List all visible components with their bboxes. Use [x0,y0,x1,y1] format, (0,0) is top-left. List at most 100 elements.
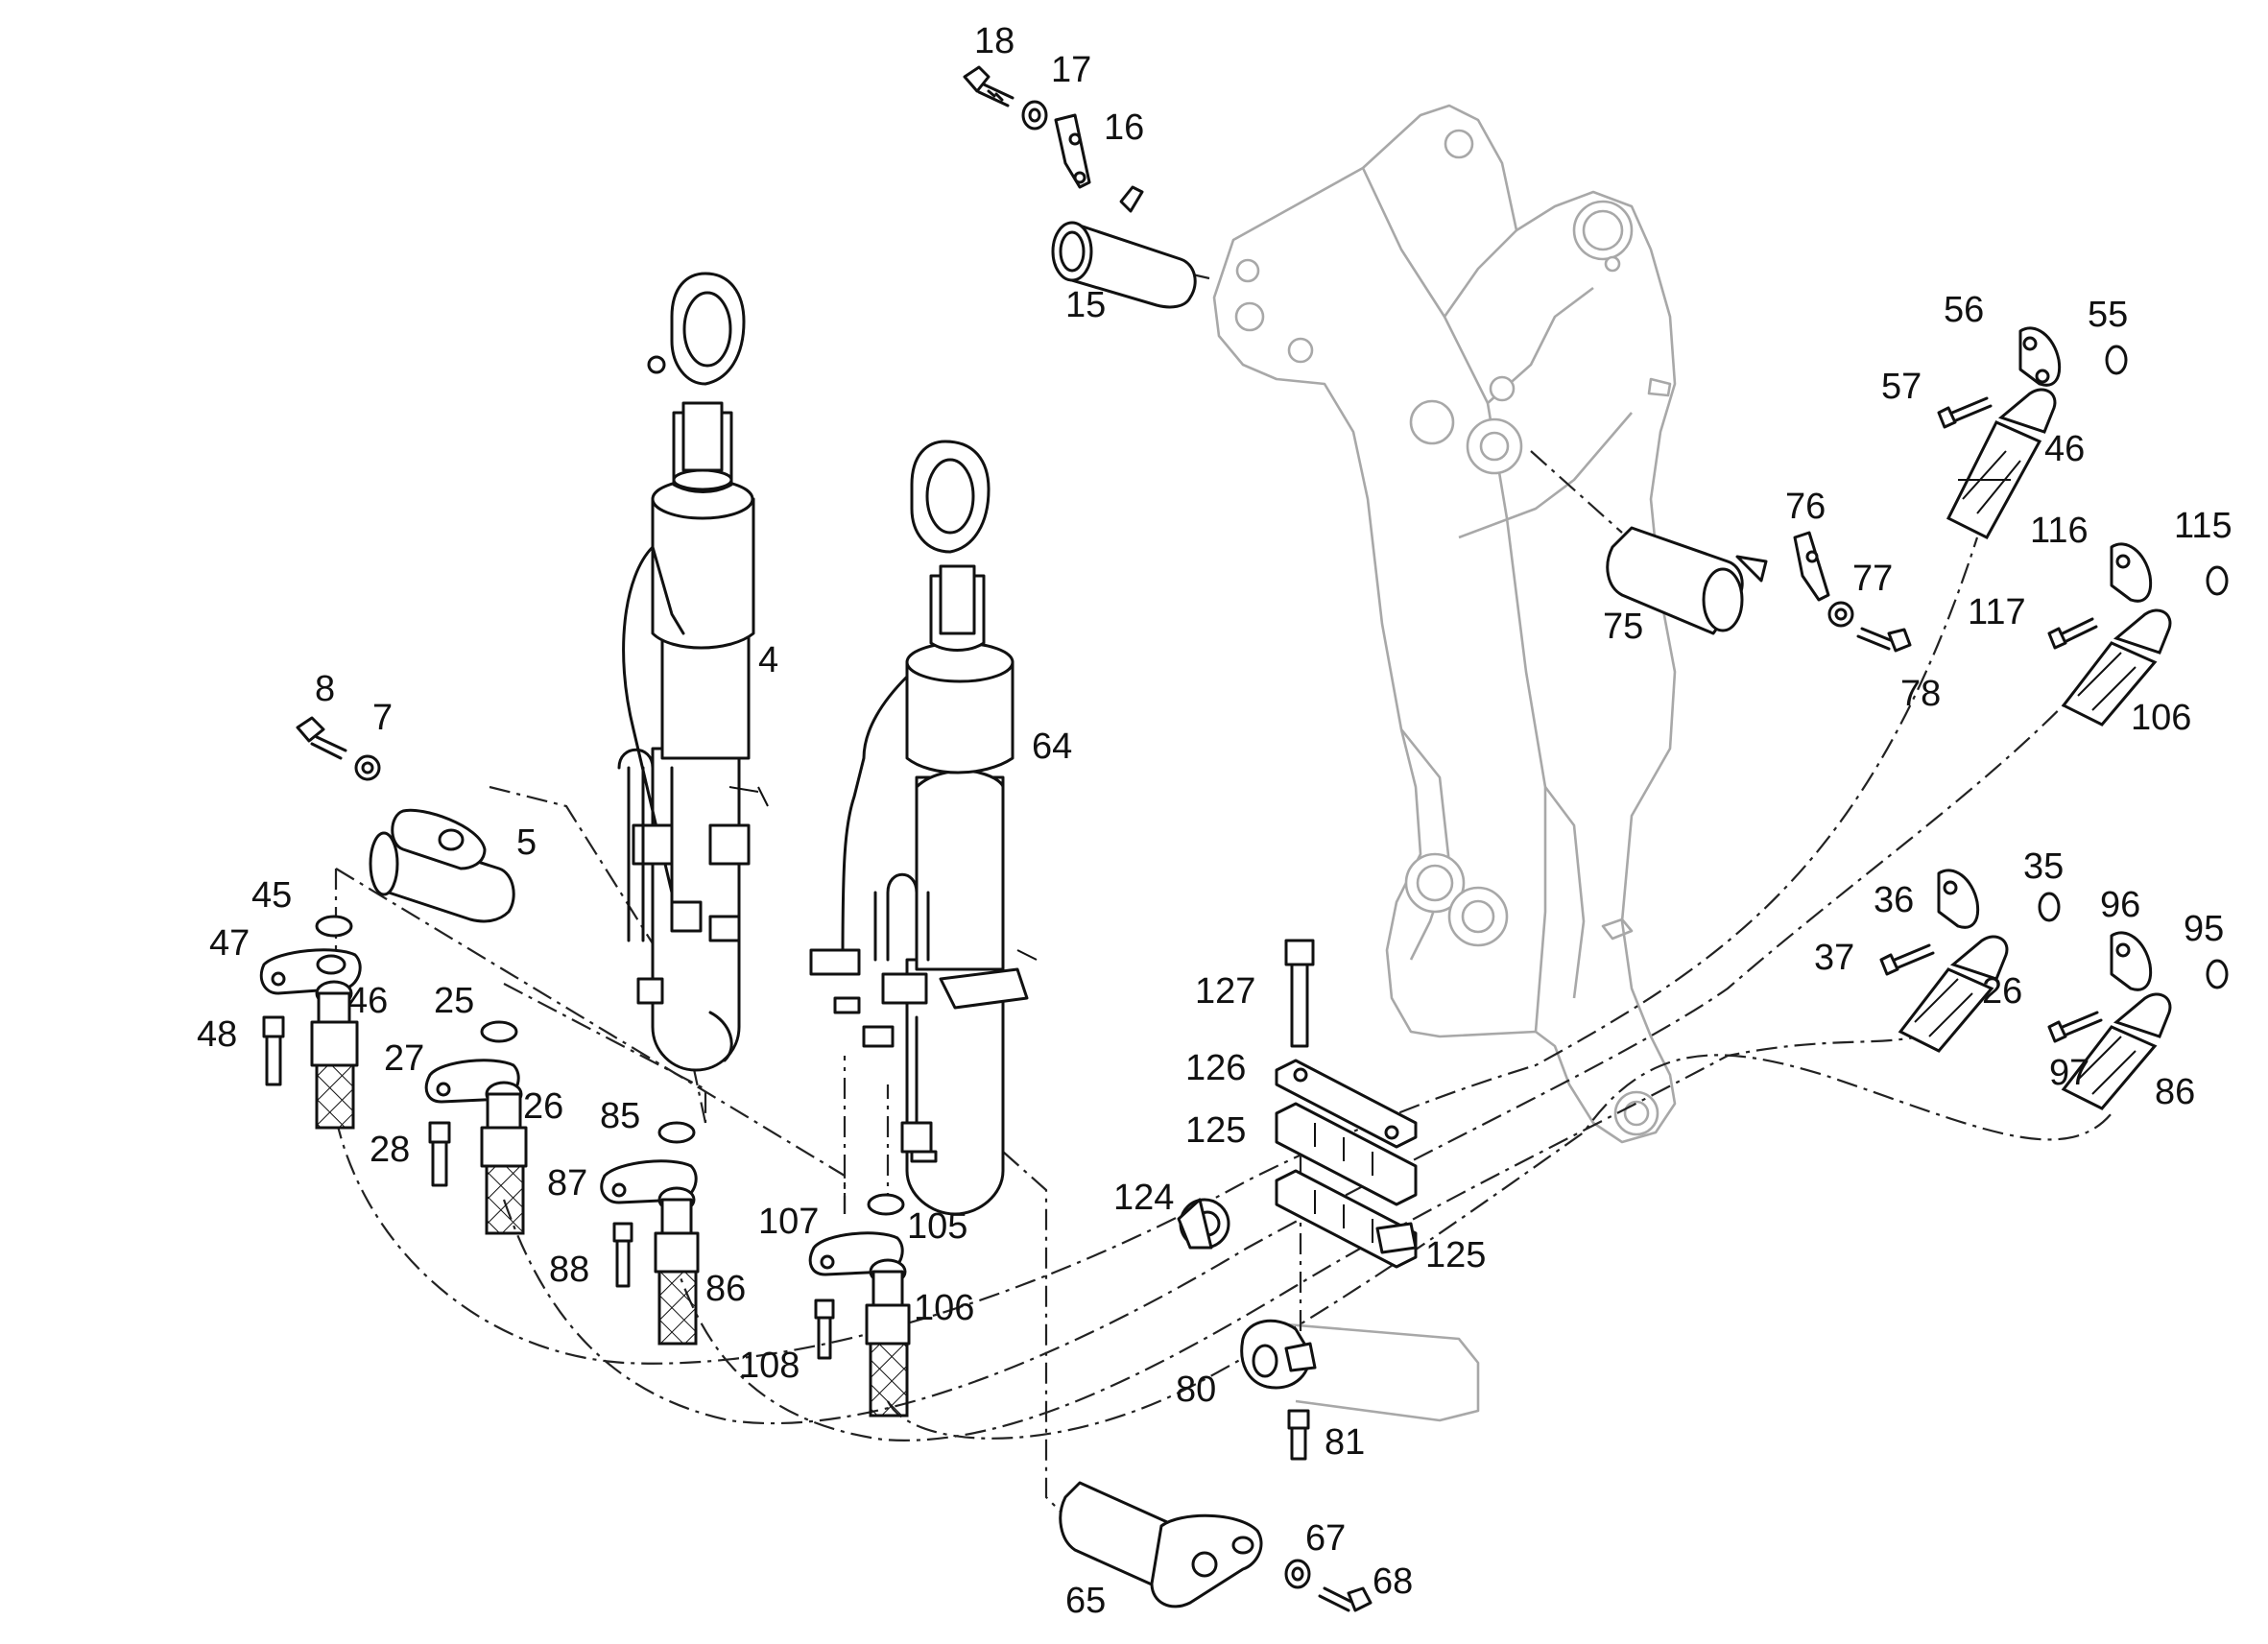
pin-15 [1051,185,1197,309]
label-127: 127 [1195,971,1255,1012]
o-ring-115 [2206,565,2229,596]
label-86-left: 86 [705,1269,746,1309]
label-126: 126 [1185,1048,1246,1088]
label-68: 68 [1373,1561,1413,1602]
hose-fitting-86-right [2061,992,2172,1110]
pin-75 [1606,526,1768,635]
label-57: 57 [1881,367,1922,407]
screw-108 [814,1299,835,1360]
o-ring-25 [480,1020,518,1043]
label-64: 64 [1032,727,1072,767]
hose-fitting-46-left [310,980,359,1130]
label-81: 81 [1325,1422,1365,1463]
connection-lines [334,252,2113,1517]
label-46-right: 46 [2044,429,2085,469]
hose-fitting-86-left [654,1186,700,1346]
label-37: 37 [1814,938,1854,978]
label-116: 116 [2030,511,2089,551]
label-7: 7 [372,698,393,738]
o-ring-45 [315,915,353,938]
o-ring-95 [2206,959,2229,989]
label-27: 27 [384,1038,424,1079]
boom-arm [1212,104,1677,1422]
label-77: 77 [1852,559,1893,599]
label-17: 17 [1051,50,1091,90]
label-125-upper: 125 [1185,1110,1246,1151]
label-28: 28 [370,1130,410,1170]
bushing-124 [1177,1198,1230,1250]
screw-88 [612,1222,633,1288]
label-105: 105 [907,1206,967,1247]
o-ring-35 [2038,892,2061,922]
washer-7 [354,754,381,781]
label-86-right: 86 [2155,1072,2195,1112]
label-48: 48 [197,1014,237,1055]
label-108: 108 [739,1346,800,1386]
label-47: 47 [209,923,250,964]
screw-28 [428,1121,451,1187]
bolt-68 [1318,1586,1373,1612]
bolt-78 [1856,627,1912,653]
label-88: 88 [549,1250,589,1290]
label-25: 25 [434,981,474,1021]
hose-fitting-46-right [1946,388,2057,539]
clamp-80 [1240,1319,1317,1390]
label-87: 87 [547,1163,587,1203]
label-97: 97 [2049,1053,2089,1093]
label-106-left: 106 [914,1288,974,1328]
o-ring-55 [2105,345,2128,375]
label-65: 65 [1065,1581,1106,1621]
hose-fitting-26-right [1898,935,2009,1053]
lock-plate-76 [1793,531,1830,602]
screw-37 [1879,943,1935,976]
label-96: 96 [2100,885,2140,925]
o-ring-105 [867,1193,905,1216]
screw-48 [262,1015,285,1086]
label-15: 15 [1065,285,1106,325]
label-18: 18 [974,21,1015,61]
washer-77 [1827,601,1854,628]
hydraulic-cylinder-64 [809,440,1038,1216]
label-8: 8 [315,669,335,709]
hose-fitting-26-left [480,1081,528,1235]
o-ring-85 [657,1121,696,1144]
label-78: 78 [1900,674,1941,714]
screw-81 [1287,1409,1310,1461]
label-115: 115 [2174,506,2232,546]
label-117: 117 [1968,592,2026,632]
label-124: 124 [1113,1178,1174,1218]
clamp-half-116 [2110,542,2153,603]
label-106-right: 106 [2131,698,2191,738]
label-26-left: 26 [523,1086,563,1127]
washer-17 [1021,100,1048,131]
lock-plate-16 [1054,113,1091,189]
cover-plate-126 [1275,1059,1418,1149]
label-125-lower: 125 [1425,1235,1486,1275]
clamp-half-36 [1937,869,1980,929]
label-45: 45 [251,875,292,916]
label-5: 5 [516,822,537,863]
screw-97 [2047,1011,2103,1043]
bolt-127 [1284,939,1315,1048]
pin-5 [369,808,515,923]
label-56: 56 [1944,290,1984,330]
hose-fitting-106-right [2061,608,2172,727]
clamp-half-96 [2110,931,2153,991]
label-46-left: 46 [347,981,388,1021]
pin-65 [1059,1481,1263,1608]
label-4: 4 [758,640,778,680]
screw-117 [2047,617,2098,650]
label-85: 85 [600,1096,640,1136]
clamp-block-125-upper [1275,1102,1418,1206]
label-16: 16 [1104,107,1144,148]
label-95: 95 [2184,909,2224,949]
label-76: 76 [1785,487,1826,527]
bolt-8 [296,716,347,760]
label-80: 80 [1176,1370,1216,1410]
label-107: 107 [758,1202,819,1242]
label-75: 75 [1603,607,1643,647]
label-55: 55 [2088,295,2128,335]
label-26-right: 26 [1982,971,2022,1012]
callout-labels: 18 17 16 15 56 55 57 46 76 116 115 77 11… [197,21,2232,1621]
